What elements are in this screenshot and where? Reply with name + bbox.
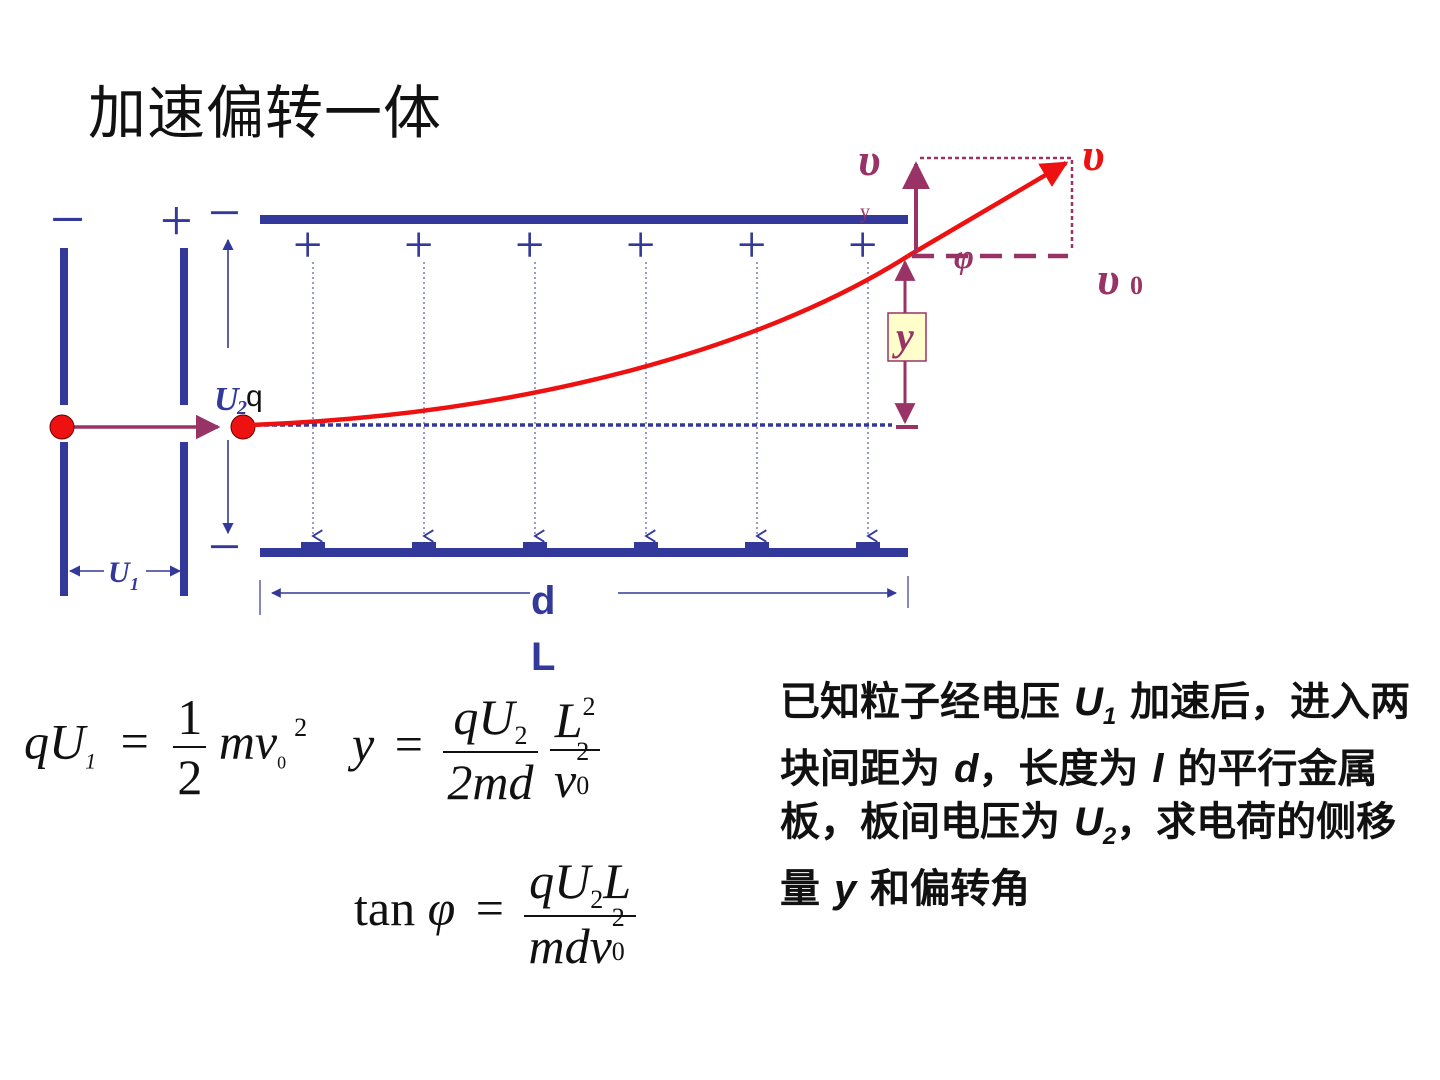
f1-numerator: 1 xyxy=(177,689,203,745)
f2-num-sub: 2 xyxy=(514,721,528,750)
page-title: 加速偏转一体 xyxy=(88,79,443,147)
f2-qU: qU xyxy=(453,689,515,745)
f2-v: v xyxy=(554,751,577,808)
f2-2md: 2md xyxy=(447,754,534,810)
label-U1-sub: 1 xyxy=(130,574,139,594)
label-d: d xyxy=(531,579,555,623)
label-phi: φ xyxy=(954,239,974,276)
plus-sign: + xyxy=(293,217,322,274)
f1-sup: 2 xyxy=(294,713,308,743)
f2-fraction-1: qU2 2md xyxy=(443,688,538,811)
plus-sign: + xyxy=(626,217,655,274)
plus-sign: + xyxy=(515,217,544,274)
f1-denominator: 2 xyxy=(173,746,207,806)
plus-sign: + xyxy=(737,217,766,274)
f2-v-sup: 2 xyxy=(576,736,590,766)
f3-mdv: mdv xyxy=(528,918,612,974)
plate-plus-signs: + + + + + + xyxy=(293,217,877,274)
y-label-box xyxy=(887,312,927,362)
desc-part-1: 已知粒子经电压 xyxy=(780,679,1074,725)
desc-part-6: 和偏转角 xyxy=(856,866,1031,912)
f2-L-sup: 2 xyxy=(582,691,596,721)
f1-U-sub: 1 xyxy=(85,748,97,774)
electric-field-lines xyxy=(311,262,878,543)
label-v0: υ xyxy=(1097,253,1120,304)
desc-part-3: ，长度为 xyxy=(978,746,1153,792)
trajectory-curve xyxy=(249,254,910,428)
formula-energy: qU1 = 1 2 mv02 xyxy=(24,688,307,806)
f1-fraction: 1 2 xyxy=(173,688,207,806)
label-vy-sub: y xyxy=(860,201,870,223)
f3-phi: φ xyxy=(427,879,456,936)
minus-sign-bottom: − xyxy=(208,514,241,579)
bottom-plate xyxy=(260,548,908,557)
label-v0-sub: 0 xyxy=(1130,271,1143,300)
desc-part-4: 的平行金属板，板间电压为 xyxy=(780,746,1378,845)
f2-equals: = xyxy=(394,715,423,772)
desc-U1-sub: 1 xyxy=(1102,703,1117,730)
label-U2: U xyxy=(214,381,241,418)
f2-num-2: L2 xyxy=(550,691,600,749)
minus-sign-left: − xyxy=(50,186,85,254)
desc-U2-sub: 2 xyxy=(1102,823,1117,850)
f1-q: q xyxy=(24,713,49,770)
plus-sign: + xyxy=(848,217,877,274)
desc-U2: U xyxy=(1073,800,1103,844)
label-y: y xyxy=(892,314,914,359)
f2-den-1: 2md xyxy=(443,751,538,811)
desc-part-5: ，求电荷的侧移量 xyxy=(780,799,1397,912)
desc-l: l xyxy=(1152,747,1164,791)
plus-sign: + xyxy=(404,217,433,274)
f3-qU: qU xyxy=(529,853,591,909)
label-q: q xyxy=(246,380,263,413)
f1-equals: = xyxy=(120,713,149,770)
f3-den-sup: 2 xyxy=(611,903,625,932)
label-L: L xyxy=(531,635,555,679)
f3-tan: tan xyxy=(354,879,416,936)
f1-U: U xyxy=(49,713,86,770)
label-U2-sub: 2 xyxy=(236,397,247,419)
desc-U1: U xyxy=(1073,680,1103,724)
f1-mv: mv xyxy=(218,713,278,770)
f3-L: L xyxy=(603,853,632,909)
f3-equals: = xyxy=(475,879,504,936)
minus-sign-top: − xyxy=(208,180,241,245)
label-U1: U xyxy=(108,556,131,589)
label-v: υ xyxy=(1082,129,1105,180)
label-vy: υ xyxy=(858,134,881,185)
plus-sign-left: + xyxy=(160,188,193,253)
f2-y: y xyxy=(352,715,375,772)
f3-numerator: qU2L xyxy=(524,852,635,915)
desc-d: d xyxy=(953,747,979,791)
f3-den-sub: 0 xyxy=(611,937,625,966)
desc-part-2: 加速后，进入两块间距为 xyxy=(780,679,1411,792)
desc-y: y xyxy=(833,867,857,911)
f1-v-sub: 0 xyxy=(277,752,287,773)
bottom-plate-ticks xyxy=(301,542,880,550)
f3-num-sub: 2 xyxy=(590,885,604,914)
f2-num-1: qU2 xyxy=(443,688,537,751)
problem-description: 已知粒子经电压 U1 加速后，进入两块间距为 d，长度为 l 的平行金属板，板间… xyxy=(780,676,1420,916)
f2-v-sub: 0 xyxy=(576,770,590,800)
top-plate xyxy=(260,215,908,224)
velocity-v-arrow xyxy=(906,161,1069,258)
f2-L: L xyxy=(554,691,583,748)
particle-start xyxy=(49,414,75,440)
